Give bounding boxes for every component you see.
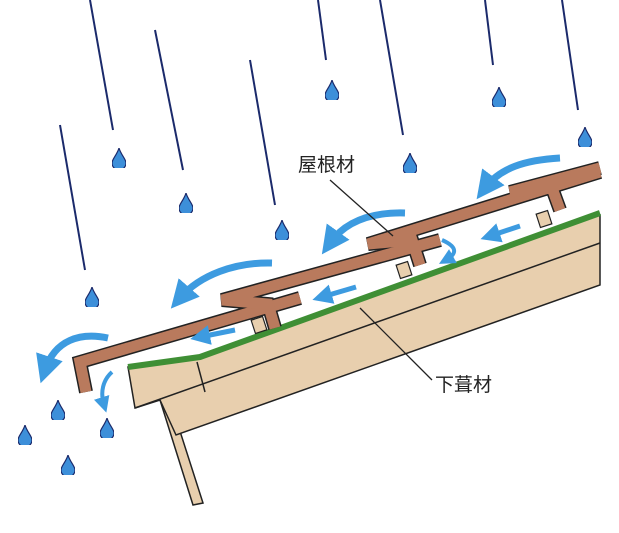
roofing-material-label: 屋根材 <box>298 154 356 176</box>
roofing-material-leader <box>329 179 394 237</box>
underlayment-leader <box>359 307 433 381</box>
underlayment-sheet <box>127 210 602 370</box>
tile-battens <box>250 209 553 335</box>
water-flow-arrows <box>36 154 561 413</box>
underlayment-label: 下葺材 <box>435 374 493 396</box>
rain-lines <box>59 0 579 271</box>
roofing-tiles-fill <box>73 162 602 394</box>
